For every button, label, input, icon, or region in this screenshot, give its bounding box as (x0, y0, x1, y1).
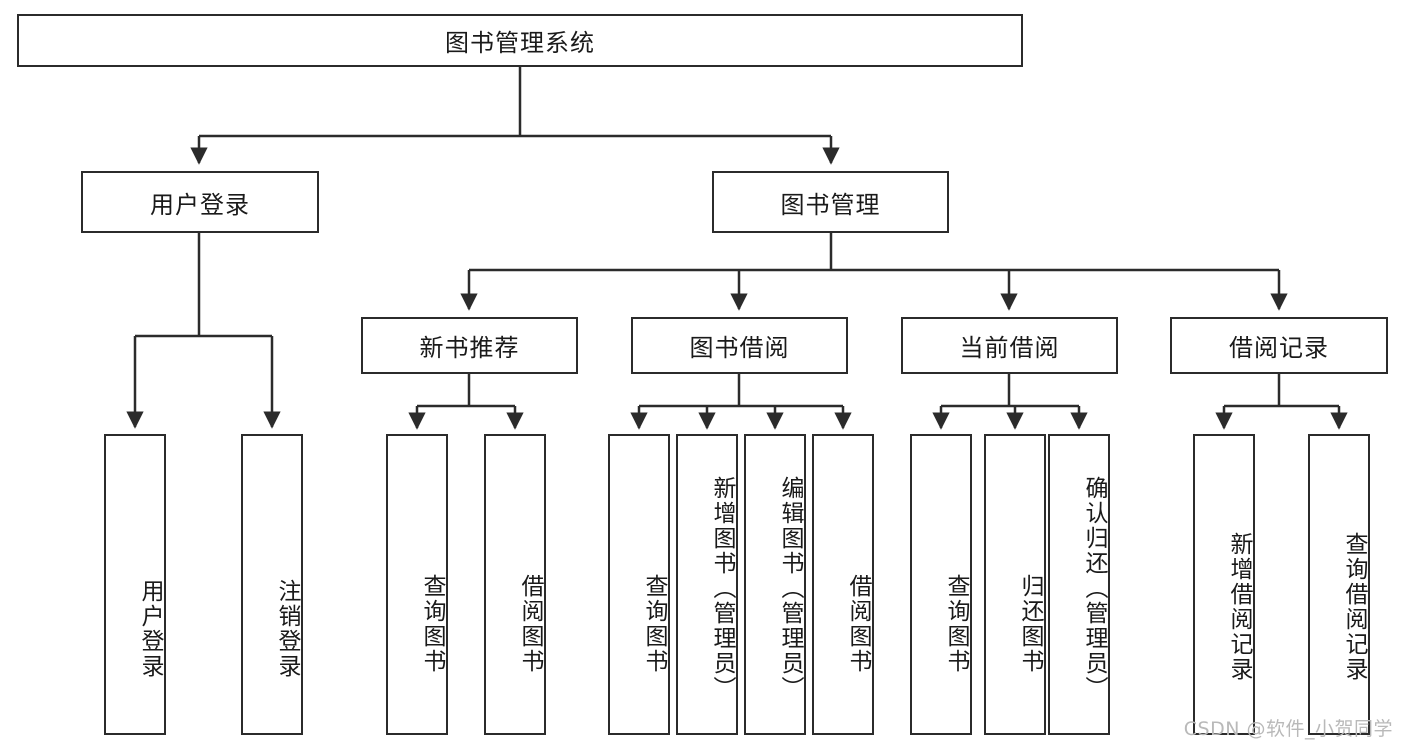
node-leaf-query-borrow-record-label: 查询借阅记录 (1341, 531, 1367, 682)
node-book-manage[interactable]: 图书管理 (712, 171, 949, 233)
node-new-book-recommend[interactable]: 新书推荐 (361, 317, 578, 374)
node-leaf-borrow-book-2-label: 借阅图书 (845, 573, 871, 674)
node-leaf-add-borrow-record-label: 新增借阅记录 (1226, 531, 1252, 682)
node-root[interactable]: 图书管理系统 (17, 14, 1023, 67)
node-current-borrow-label: 当前借阅 (959, 334, 1060, 362)
node-leaf-edit-book-admin-label: 编辑图书（管理员） (777, 476, 803, 701)
node-book-borrow[interactable]: 图书借阅 (631, 317, 848, 374)
node-user-login[interactable]: 用户登录 (81, 171, 319, 233)
node-leaf-return-book[interactable]: 归还图书 (984, 434, 1046, 735)
node-leaf-borrow-book-1[interactable]: 借阅图书 (484, 434, 546, 735)
node-leaf-query-borrow-record[interactable]: 查询借阅记录 (1308, 434, 1370, 735)
node-leaf-query-book-1[interactable]: 查询图书 (386, 434, 448, 735)
node-book-borrow-label: 图书借阅 (689, 334, 790, 362)
node-leaf-logout-login[interactable]: 注销登录 (241, 434, 303, 735)
node-leaf-borrow-book-1-label: 借阅图书 (517, 573, 543, 674)
node-leaf-add-book-admin-label: 新增图书（管理员） (709, 476, 735, 701)
node-leaf-borrow-book-2[interactable]: 借阅图书 (812, 434, 874, 735)
node-leaf-confirm-return-admin-label: 确认归还（管理员） (1081, 476, 1107, 701)
node-borrow-record-label: 借阅记录 (1229, 334, 1329, 362)
node-leaf-user-login-label: 用户登录 (137, 578, 163, 679)
node-leaf-query-book-2-label: 查询图书 (641, 573, 667, 674)
node-leaf-add-book-admin[interactable]: 新增图书（管理员） (676, 434, 738, 735)
node-borrow-record[interactable]: 借阅记录 (1170, 317, 1388, 374)
csdn-watermark: CSDN @软件_小贺同学 (1183, 718, 1393, 740)
node-leaf-edit-book-admin[interactable]: 编辑图书（管理员） (744, 434, 806, 735)
node-leaf-query-book-1-label: 查询图书 (419, 573, 445, 674)
node-new-book-recommend-label: 新书推荐 (419, 334, 520, 362)
node-book-manage-label: 图书管理 (780, 190, 881, 219)
node-current-borrow[interactable]: 当前借阅 (901, 317, 1118, 374)
node-leaf-logout-login-label: 注销登录 (274, 578, 300, 679)
node-leaf-confirm-return-admin[interactable]: 确认归还（管理员） (1048, 434, 1110, 735)
node-leaf-query-book-3-label: 查询图书 (943, 573, 969, 674)
node-root-label: 图书管理系统 (445, 29, 595, 57)
node-leaf-add-borrow-record[interactable]: 新增借阅记录 (1193, 434, 1255, 735)
node-leaf-query-book-2[interactable]: 查询图书 (608, 434, 670, 735)
node-leaf-user-login[interactable]: 用户登录 (104, 434, 166, 735)
node-leaf-return-book-label: 归还图书 (1017, 573, 1043, 674)
node-user-login-label: 用户登录 (150, 190, 250, 219)
node-leaf-query-book-3[interactable]: 查询图书 (910, 434, 972, 735)
